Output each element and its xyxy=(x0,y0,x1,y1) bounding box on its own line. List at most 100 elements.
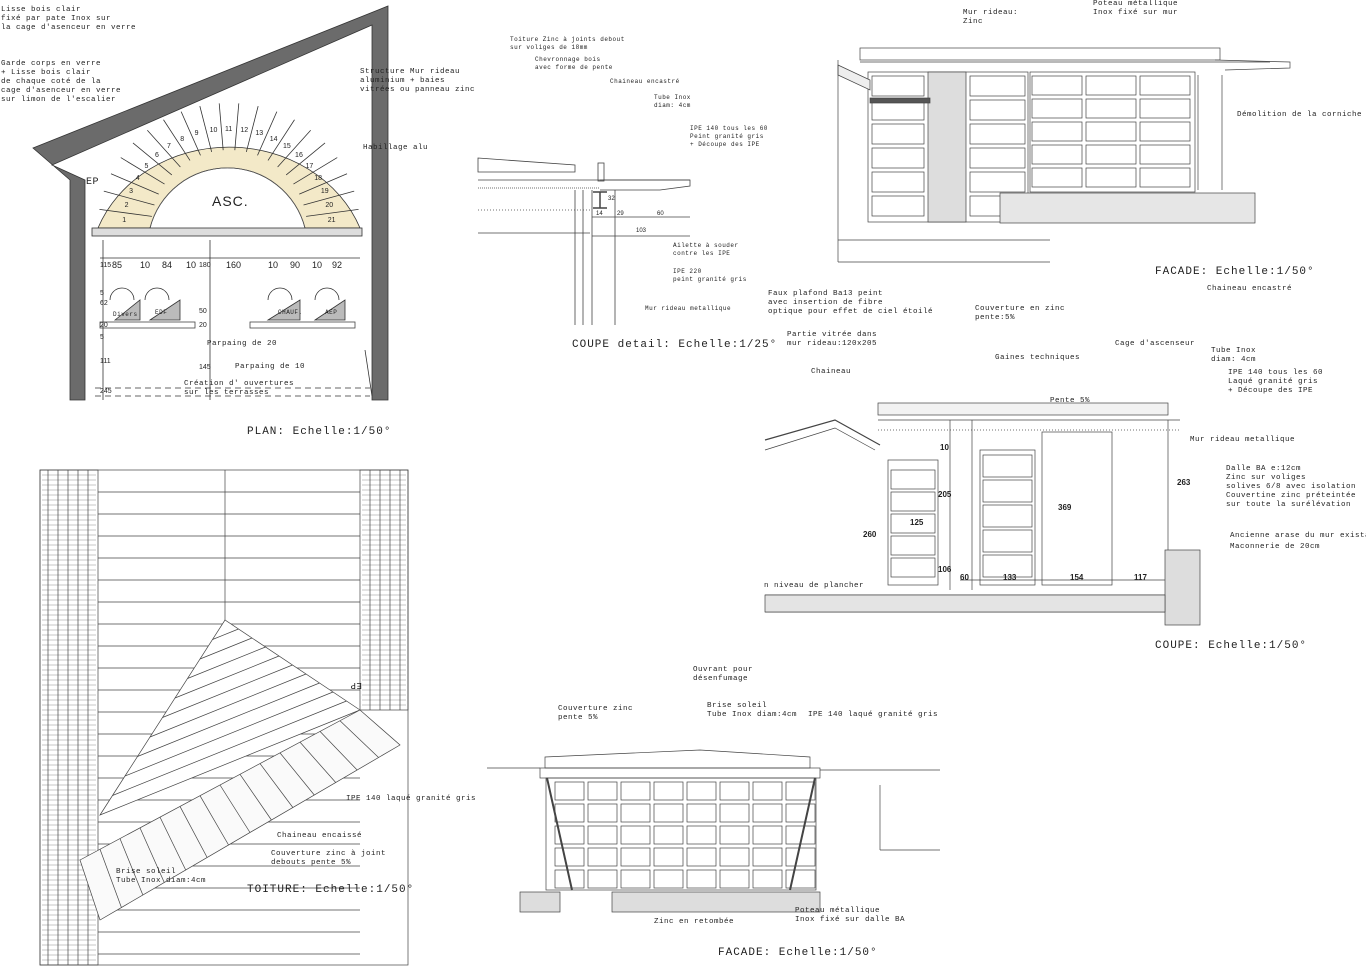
plan-label-habillage: Habillage alu xyxy=(363,144,429,152)
glazing-panel xyxy=(890,491,936,512)
dim: 50 xyxy=(199,308,207,315)
drawing-line xyxy=(147,130,181,168)
stair-step-number: 14 xyxy=(269,135,278,143)
drawing-line xyxy=(245,106,259,153)
toiture-title: TOITURE: Echelle:1/50° xyxy=(247,884,415,896)
drawing-line xyxy=(212,628,239,640)
facade-bottom-label-poteau: Poteau métallique Inox fixé sur dalle BA xyxy=(795,907,906,924)
glazing-panel xyxy=(620,803,651,823)
drawing-line xyxy=(99,849,122,908)
plan-label-parpaing-20: Parpaing de 20 xyxy=(207,340,278,348)
drawing-line xyxy=(267,119,295,161)
coupe-label-gaines: Gaines techniques xyxy=(995,354,1081,362)
glazing-panel xyxy=(587,847,618,867)
drawing-line xyxy=(285,142,326,176)
glazing-panel xyxy=(554,869,585,889)
dim: 10 xyxy=(140,260,151,270)
dim: 10 xyxy=(186,260,197,270)
glazing-panel xyxy=(686,803,717,823)
glazing-panel xyxy=(785,803,816,823)
drawing-line xyxy=(174,655,280,699)
plan-label-lisse: Lisse bois clair fixé par pate Inox sur … xyxy=(1,6,137,32)
dim: 106 xyxy=(938,565,952,574)
drawing-line xyxy=(139,827,165,883)
drawing-line xyxy=(132,142,173,176)
stair-step-number: 15 xyxy=(283,143,291,151)
glazing-panel xyxy=(890,535,936,556)
glazing-panel xyxy=(1139,75,1191,96)
glazing-panel xyxy=(719,825,750,845)
glazing-panel xyxy=(871,123,925,145)
dim: 369 xyxy=(1058,503,1072,512)
drawing-line xyxy=(112,700,347,796)
facade-bottom-label-brise: Brise soleil Tube Inox diam:4cm xyxy=(707,702,798,719)
dim: 20 xyxy=(100,322,108,329)
drawing-line xyxy=(149,673,307,738)
plan-label-structure: Structure Mur rideau aluminium + baies v… xyxy=(360,68,476,94)
glazing-panel xyxy=(890,557,936,578)
plan-title: PLAN: Echelle:1/50° xyxy=(247,426,392,438)
glazing-panel xyxy=(871,195,925,217)
dim: 60 xyxy=(960,573,969,582)
stair-step-number: 3 xyxy=(129,188,134,196)
coupe-label-maconnerie: Maconnerie de 20cm xyxy=(1230,543,1321,551)
glazing-panel xyxy=(890,469,936,490)
detail-label-mur: Mur rideau metallique xyxy=(645,305,732,312)
dim: 160 xyxy=(226,260,242,270)
glazing-panel xyxy=(969,123,1026,145)
coupe-label-mur: Mur rideau metallique xyxy=(1190,436,1296,444)
dim: 245 xyxy=(100,388,112,395)
glazing-panel xyxy=(554,825,585,845)
glazing-panel xyxy=(982,454,1033,478)
stair-step-number: 6 xyxy=(154,152,159,160)
glazing-panel xyxy=(1031,75,1083,96)
dim: 29 xyxy=(617,211,624,217)
glazing-panel xyxy=(587,825,618,845)
coupe-label-niveau: n niveau de plancher xyxy=(764,582,865,590)
glazing-panel xyxy=(1085,121,1137,142)
glazing-panel xyxy=(890,513,936,534)
glazing-panel xyxy=(752,825,783,845)
facade-top-drawing xyxy=(837,47,1291,263)
glazing-panel xyxy=(982,479,1033,503)
dim: 103 xyxy=(636,228,647,234)
glazing-panel xyxy=(982,504,1033,528)
coupe-label-couverture: Couverture en zinc pente:5% xyxy=(975,305,1066,322)
plan-label-garde-corps: Garde corps en verre + Lisse bois clair … xyxy=(1,60,122,104)
glazing-panel xyxy=(554,847,585,867)
stair-step-number: 12 xyxy=(240,127,249,135)
drawing-line xyxy=(199,106,213,153)
drawing-line xyxy=(218,103,224,151)
toiture-label-chaineau: Chaineau encaissé xyxy=(277,832,363,840)
glazing-panel xyxy=(587,781,618,801)
drawing-line xyxy=(239,774,272,821)
glazing-panel xyxy=(785,781,816,801)
glazing-panel xyxy=(752,847,783,867)
glazing-panel xyxy=(752,869,783,889)
facade-bottom-label-ipe: IPE 140 laqué granité gris xyxy=(808,711,939,719)
stair-step-number: 8 xyxy=(180,135,185,143)
drawing-line xyxy=(299,173,348,195)
dim: 117 xyxy=(1134,573,1147,582)
dim: 10 xyxy=(268,260,279,270)
dim: 84 xyxy=(162,260,173,270)
facade-bottom-label-ouvrant: Ouvrant pour désenfumage xyxy=(693,666,754,683)
dim: 32 xyxy=(608,196,615,202)
dim: 90 xyxy=(290,260,301,270)
glazing-panel xyxy=(1085,98,1137,119)
drawing-line xyxy=(103,190,155,206)
coupe-label-tube: Tube Inox diam: 4cm xyxy=(1211,347,1257,364)
glazing-panel xyxy=(719,803,750,823)
glazing-panel xyxy=(871,147,925,169)
stair-step-number: 13 xyxy=(255,130,264,138)
plan-label-creation: Création d' ouvertures sur les terrasses xyxy=(184,380,295,397)
glazing-panel xyxy=(1031,121,1083,142)
glazing-panel xyxy=(752,803,783,823)
drawing-line xyxy=(306,208,359,217)
drawing-line xyxy=(257,111,278,156)
glazing-panel xyxy=(719,869,750,889)
dim: 145 xyxy=(199,364,211,371)
dim: 260 xyxy=(863,530,877,539)
drawing-line xyxy=(124,691,334,777)
glazing-panel xyxy=(587,803,618,823)
